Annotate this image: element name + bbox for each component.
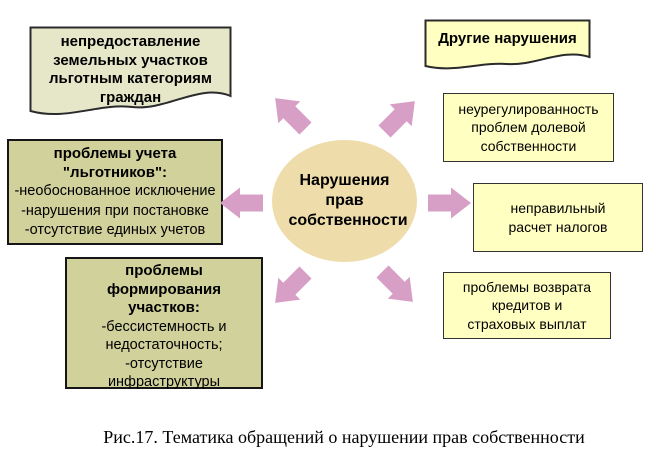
accounting-problems-line: -нарушения при постановке — [21, 202, 209, 219]
accounting-problems-line: -необоснованное исключение — [14, 183, 216, 199]
arrow-shape — [275, 266, 312, 303]
figure-caption: Рис.17. Тематика обращений о нарушении п… — [103, 427, 585, 447]
document-shape-left — [29, 26, 232, 115]
accounting-problems-box: проблемы учета "льготников": -необоснова… — [7, 139, 223, 245]
formation-problems-line: инфраструктуры — [107, 374, 221, 390]
doc-left-label: непредоставление земельных участков льго… — [48, 33, 213, 106]
tax-calculation-text: неправильный расчет налогов — [508, 200, 608, 235]
arrow-shape — [275, 98, 312, 135]
formation-problems-box: проблемы формирования участков: -бессист… — [65, 257, 263, 390]
accounting-problems-line: -отсутствие единых учетов — [24, 222, 206, 238]
formation-problems-line: -бессистемность и — [101, 318, 227, 335]
arrow-right-icon — [428, 187, 471, 219]
arrow-shape — [376, 265, 413, 302]
shared-ownership-text: неурегулированность проблем долевой собс… — [458, 100, 599, 154]
formation-problems-line: -отсутствие — [125, 355, 203, 372]
document-shape-right-path — [424, 19, 591, 70]
arrow-shape — [378, 101, 415, 138]
arrow-down-right-icon — [376, 265, 413, 302]
credits-return-text: проблемы возврата кредитов и страховых в… — [462, 278, 592, 332]
arrow-up-left-icon — [275, 98, 312, 135]
arrow-shape — [220, 187, 263, 219]
center-node-property-violations: Нарушения прав собственности — [272, 140, 417, 262]
document-shape-right — [424, 19, 591, 70]
tax-calculation-box: неправильный расчет налогов — [473, 183, 643, 252]
document-shape-left-path — [29, 26, 232, 115]
shared-ownership-box: неурегулированность проблем долевой собс… — [443, 93, 614, 162]
center-node-label: Нарушения прав собственности — [288, 172, 408, 229]
arrow-shape — [428, 187, 471, 219]
credits-return-box: проблемы возврата кредитов и страховых в… — [443, 272, 611, 339]
accounting-problems-title: проблемы учета "льготников": — [53, 145, 177, 181]
other-violations-label: Другие нарушения — [438, 30, 577, 47]
arrow-down-left-icon — [275, 266, 312, 303]
formation-problems-line: недостаточность; — [105, 337, 223, 353]
formation-problems-title: проблемы формирования участков: — [106, 262, 222, 316]
arrow-left-icon — [220, 187, 263, 219]
arrow-up-right-icon — [378, 101, 415, 138]
